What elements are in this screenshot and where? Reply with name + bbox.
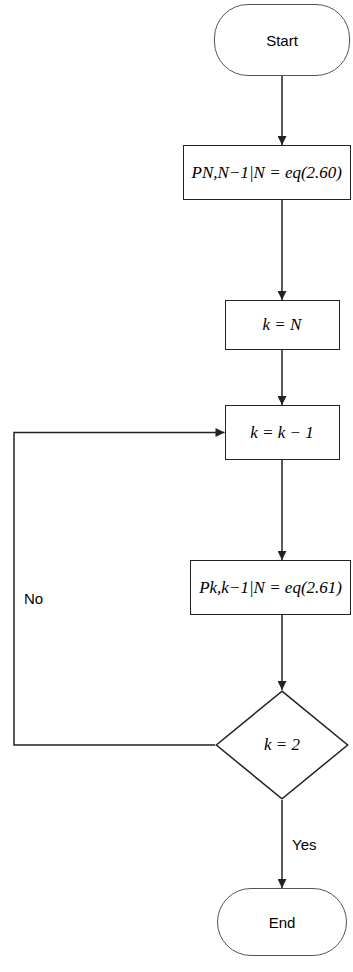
process-box: PN,N−1|N = eq(2.60) (183, 145, 351, 200)
node-text: Start (266, 32, 298, 49)
node-text: k = k − 1 (250, 423, 314, 443)
node-text: k = N (263, 315, 302, 335)
flow-arrow (281, 460, 283, 560)
node-text: End (269, 914, 296, 931)
node-text: PN,N−1|N = eq(2.60) (192, 163, 342, 183)
edge-label: No (22, 590, 45, 607)
start-terminal: Start (214, 4, 350, 76)
node-text: Pk,k−1|N = eq(2.61) (199, 578, 342, 598)
edge-label: Yes (290, 836, 318, 853)
end-terminal: End (217, 888, 347, 956)
node-text: k = 2 (264, 735, 300, 755)
flow-arrow (281, 615, 283, 690)
flow-arrow (281, 76, 283, 145)
flow-arrow (281, 200, 283, 300)
process-box: k = N (225, 300, 340, 350)
process-box: Pk,k−1|N = eq(2.61) (190, 560, 351, 615)
process-box: k = k − 1 (225, 405, 340, 460)
flow-arrow (281, 350, 283, 405)
decision-diamond: k = 2 (215, 690, 349, 800)
flow-arrow (281, 800, 283, 888)
